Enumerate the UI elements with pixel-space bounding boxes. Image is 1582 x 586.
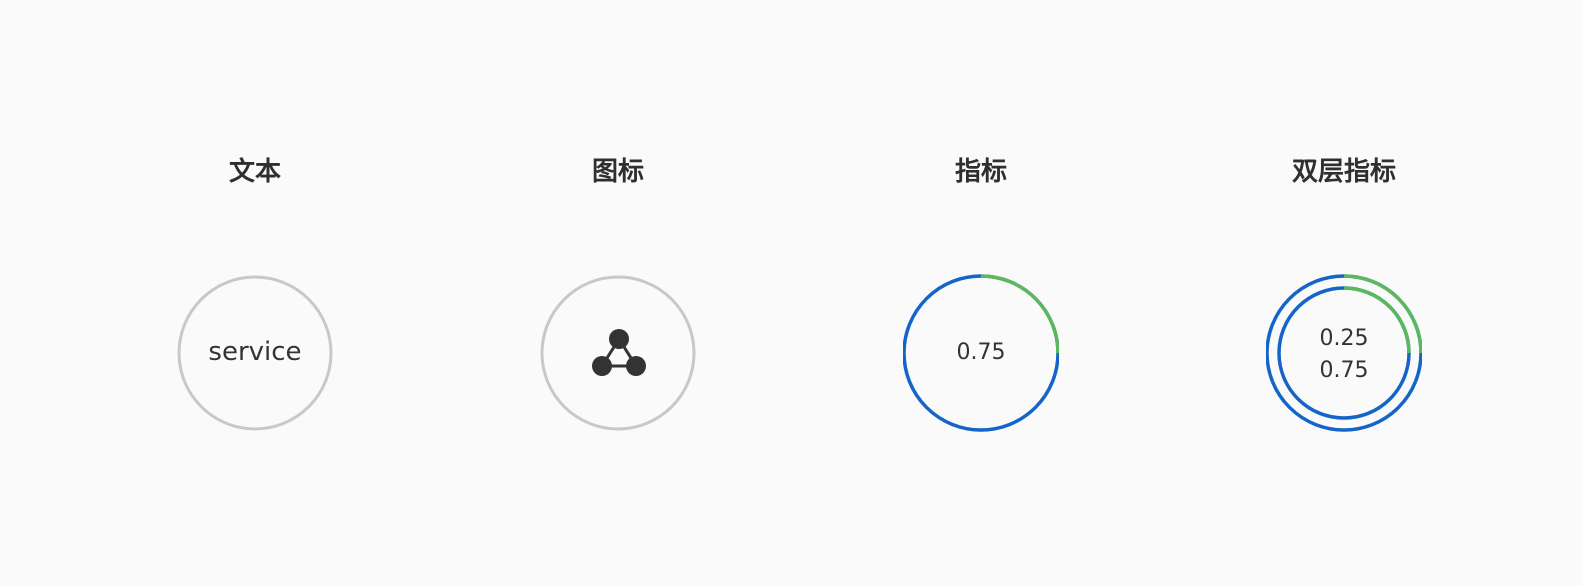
column-title-double-metric: 双层指标 — [1291, 157, 1396, 187]
metric-node-value: 0.75 — [956, 340, 1006, 365]
column-text: 文本 service — [155, 0, 355, 586]
double-metric-inner-value: 0.25 — [1319, 326, 1369, 351]
inner-ring-arc — [1343, 286, 1411, 354]
metric-ring-arc — [980, 274, 1059, 354]
column-double-metric: 双层指标 0.25 0.75 — [1244, 0, 1444, 586]
column-metric: 指标 0.75 — [881, 0, 1081, 586]
column-title-text: 文本 — [228, 157, 281, 187]
text-node-label: service — [208, 337, 302, 367]
outer-ring-arc — [1343, 274, 1422, 354]
double-metric-outer-value: 0.75 — [1319, 358, 1369, 383]
column-icon: 图标 — [518, 0, 718, 586]
icon-node-ring — [540, 275, 696, 431]
double-metric-node-rings — [1266, 274, 1422, 432]
column-title-metric: 指标 — [954, 157, 1007, 187]
metric-node-ring — [903, 274, 1059, 432]
text-node[interactable]: service — [177, 274, 333, 432]
double-metric-node[interactable]: 0.25 0.75 — [1266, 274, 1422, 432]
network-nodes-icon — [590, 326, 648, 378]
text-node-ring — [177, 275, 333, 431]
column-title-icon: 图标 — [591, 157, 644, 187]
icon-node[interactable] — [540, 274, 696, 432]
metric-node[interactable]: 0.75 — [903, 274, 1059, 432]
